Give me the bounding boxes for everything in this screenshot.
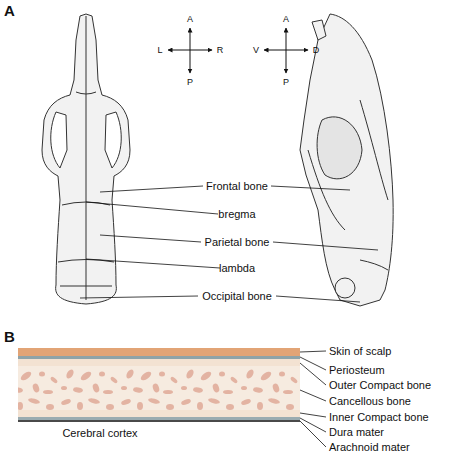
direction-label: A (187, 13, 193, 26)
leader-line (100, 186, 203, 192)
direction-label: A (283, 13, 289, 26)
zygomatic-opening (105, 112, 121, 168)
inner-compact-layer (18, 410, 300, 417)
layer-label: Cerebral cortex (62, 427, 137, 440)
layer-label: Cancellous bone (329, 395, 411, 408)
leader-line (276, 296, 360, 302)
panel-letter: B (4, 330, 15, 343)
zygomatic-opening (51, 112, 67, 168)
dorsal-skull (42, 14, 130, 304)
leader-line (86, 202, 218, 214)
arrow (264, 50, 308, 51)
leader-line (300, 421, 326, 447)
skull-outline (300, 14, 393, 306)
arachnoid-layer (18, 420, 300, 422)
arrow (168, 50, 212, 51)
leader-line (80, 296, 198, 298)
outer-compact-layer (18, 359, 300, 366)
orbit (317, 117, 362, 179)
layer-label: Outer Compact bone (329, 379, 431, 392)
skull-layers (18, 348, 300, 422)
orientation-arrows (168, 28, 308, 73)
leader-line (300, 390, 326, 401)
suture (86, 16, 87, 300)
part-label: Parietal bone (205, 236, 270, 249)
landmark-label: bregma (218, 208, 255, 221)
direction-label: D (313, 44, 320, 57)
leader-line (300, 363, 326, 385)
suture (360, 100, 388, 200)
tympanic-bulla (335, 278, 355, 298)
direction-label: V (253, 44, 259, 57)
layer-label: Inner Compact bone (329, 411, 429, 424)
layer-label: Arachnoid mater (329, 441, 410, 454)
direction-label: P (283, 76, 289, 89)
suture (60, 286, 112, 287)
panel-letter: A (4, 4, 15, 17)
leader-lines (80, 186, 378, 302)
direction-label: P (187, 76, 193, 89)
direction-label: R (217, 44, 224, 57)
leader-line (100, 235, 201, 242)
layer-label: Periosteum (329, 364, 385, 377)
part-label: Occipital bone (202, 290, 272, 303)
landmark-label: lambda (219, 262, 255, 275)
lateral-skull (300, 14, 393, 306)
incisor (312, 20, 326, 40)
cancellous-layer (18, 366, 300, 410)
leader-line (300, 351, 326, 352)
skin-layer (18, 348, 300, 356)
suture (76, 92, 96, 94)
suture (360, 260, 388, 270)
layer-label: Skin of scalp (329, 345, 391, 358)
leader-line (271, 186, 350, 190)
direction-label: L (157, 44, 162, 57)
leader-line (300, 357, 326, 370)
leader-line (300, 413, 326, 417)
leader-lines (300, 351, 326, 447)
suture (58, 260, 114, 263)
layer-label: Dura mater (329, 426, 384, 439)
zygomatic-arch (308, 150, 345, 230)
part-label: Frontal bone (206, 180, 268, 193)
leader-line (86, 259, 220, 268)
periosteum-layer (18, 356, 300, 359)
skull-outline (42, 14, 130, 304)
leader-line (273, 242, 378, 250)
dura-layer (18, 417, 300, 420)
